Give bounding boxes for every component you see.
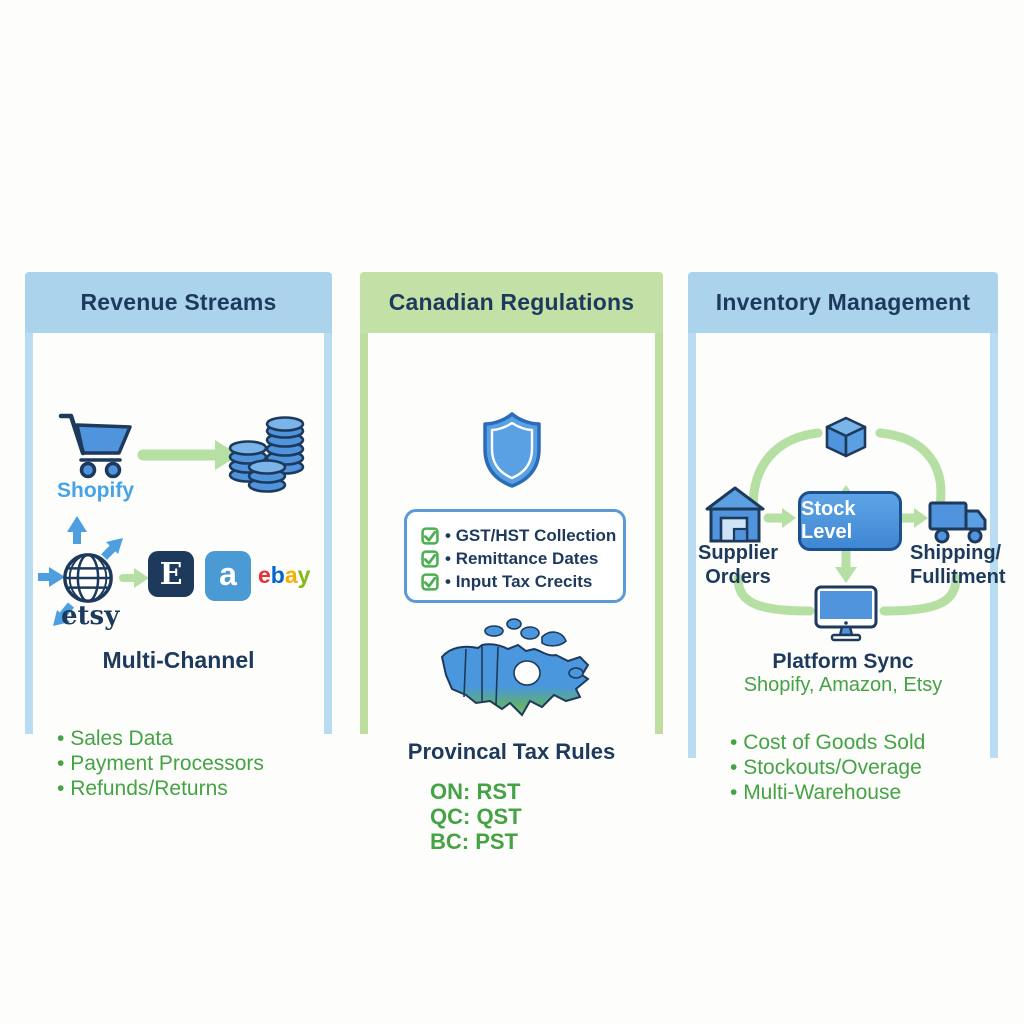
panel-regulations-title: Canadian Regulations [388, 289, 635, 315]
list-item: Multi-Warehouse [730, 780, 925, 805]
etsy-badge-letter: E [159, 556, 183, 592]
provincial-tax-caption: Provincal Tax Rules [407, 739, 616, 764]
shopify-label: Shopify [57, 479, 134, 502]
ebay-letter-b: b [270, 562, 285, 588]
list-item: Payment Processors [57, 751, 264, 776]
multichannel-spread-arrows-icon [38, 516, 123, 626]
multichannel-label: Multi-Channel [102, 647, 255, 673]
ebay-letter-a: a [284, 562, 298, 588]
panel-inventory-header: Inventory Management [688, 272, 998, 333]
panel-revenue-title: Revenue Streams [80, 289, 277, 315]
list-item: ON: RST [430, 779, 521, 804]
checklist-item: Input Tax Crecits [421, 570, 609, 593]
shipping-fulfillment-label: Shipping/ Fullitment [910, 542, 1006, 588]
list-item: BC: PST [430, 829, 518, 854]
globe-to-channels-arrow-icon [119, 568, 149, 588]
panel-revenue-streams: Revenue Streams [25, 272, 332, 803]
cart-to-coins-arrow-icon [137, 440, 239, 470]
shield-icon [483, 412, 541, 488]
box-cube-icon [825, 416, 867, 458]
truck-icon [928, 501, 987, 544]
warehouse-icon [705, 486, 765, 543]
amazon-channel-badge: a [205, 551, 251, 601]
supplier-orders-label: Supplier Orders [697, 542, 778, 588]
panel-inventory-title: Inventory Management [715, 289, 971, 315]
stock-level-label: Stock Level [801, 498, 856, 543]
panel-revenue-right-border [324, 333, 332, 734]
panel-regulations-body: GST/HST Collection Remittance Dates Inpu… [360, 333, 663, 863]
panel-inventory-body: Stock Level Supplier Orders Shipping/ Fu… [688, 333, 1006, 805]
checklist-item: GST/HST Collection [421, 524, 616, 547]
checklist-item: Remittance Dates [421, 547, 609, 570]
ebay-letter-y: y [297, 562, 311, 588]
panel-revenue-body: Shopify E a ebay etsy Multi-Channel Sale… [25, 333, 332, 803]
tax-checklist-box: GST/HST Collection Remittance Dates Inpu… [404, 509, 626, 603]
checkbox-checked-icon [421, 572, 439, 591]
list-item: Cost of Goods Sold [730, 730, 925, 755]
panel-revenue-header: Revenue Streams [25, 272, 332, 333]
flow-h-arrowheads [782, 508, 928, 528]
globe-icon [63, 553, 113, 603]
monitor-icon [814, 585, 878, 642]
ebay-letter-e: e [258, 562, 271, 588]
panel-inventory-management: Inventory Management [688, 272, 1006, 805]
panel-inventory-left-border [688, 333, 696, 758]
list-item: QC: QST [430, 804, 522, 829]
panel-inventory-right-border [990, 333, 998, 758]
panel-revenue-left-border [25, 333, 33, 734]
checkbox-checked-icon [421, 526, 439, 545]
coins-icon [228, 416, 305, 493]
list-item: Refunds/Returns [57, 776, 264, 801]
revenue-bullet-list: Sales Data Payment Processors Refunds/Re… [57, 726, 264, 801]
etsy-channel-badge: E [148, 551, 194, 597]
platform-sync-label: Platform Sync [772, 650, 914, 673]
panel-canadian-regulations: Canadian Regulations GST/HST Collection [360, 272, 663, 863]
ebay-logo: ebay [258, 562, 310, 589]
etsy-logo: etsy [61, 601, 120, 631]
amazon-badge-letter: a [219, 555, 237, 592]
revenue-arrows-layer [38, 440, 239, 626]
platforms-label: Shopify, Amazon, Etsy [743, 674, 943, 696]
shopping-cart-icon [58, 413, 132, 479]
provincial-tax-list: ON: RST QC: QST BC: PST [430, 779, 522, 854]
canada-map-icon [440, 618, 590, 717]
stock-level-node: Stock Level [798, 491, 902, 551]
panel-regulations-header: Canadian Regulations [360, 272, 663, 333]
inventory-bullet-list: Cost of Goods Sold Stockouts/Overage Mul… [730, 730, 925, 805]
list-item: Stockouts/Overage [730, 755, 925, 780]
panel-regulations-right-border [655, 333, 663, 734]
checkbox-checked-icon [421, 549, 439, 568]
list-item: Sales Data [57, 726, 264, 751]
panel-regulations-left-border [360, 333, 368, 734]
